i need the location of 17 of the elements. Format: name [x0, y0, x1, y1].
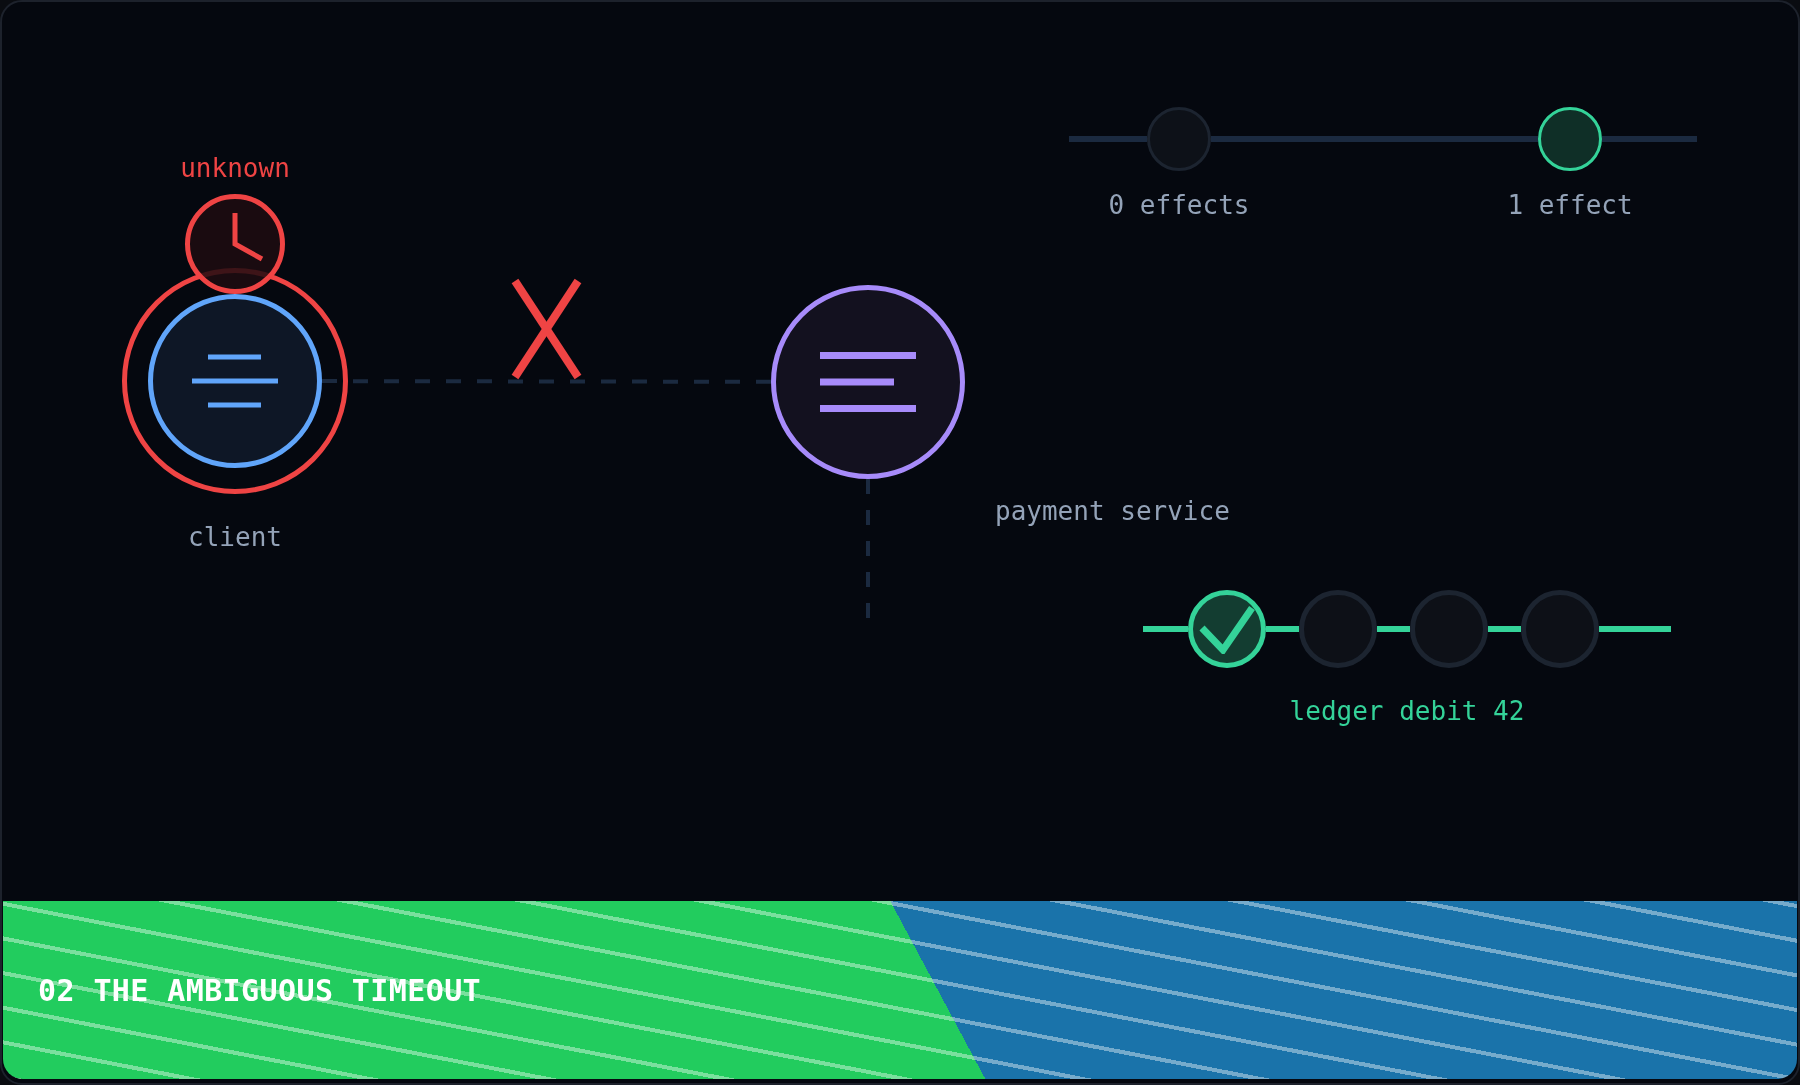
track-segment [1069, 136, 1147, 142]
track-segment [1143, 626, 1188, 632]
track-caption: ledger debit 42 [1289, 696, 1525, 728]
marker-caption: 1 effect [1507, 190, 1633, 222]
dashed-connector [322, 379, 771, 384]
node-caption: payment service [995, 496, 1230, 528]
track-segment [1488, 626, 1521, 632]
marker-caption: 0 effects [1108, 190, 1250, 222]
node-caption: client [188, 522, 282, 554]
track-segment [1266, 626, 1299, 632]
banner-title: 02 THE AMBIGUOUS TIMEOUT [38, 972, 482, 1008]
track-segment [1602, 136, 1697, 142]
track-segment [1377, 626, 1410, 632]
status-text: unknown [180, 153, 290, 185]
client-node [148, 294, 322, 468]
track-segment [1599, 626, 1671, 632]
track-segment [1211, 136, 1538, 142]
